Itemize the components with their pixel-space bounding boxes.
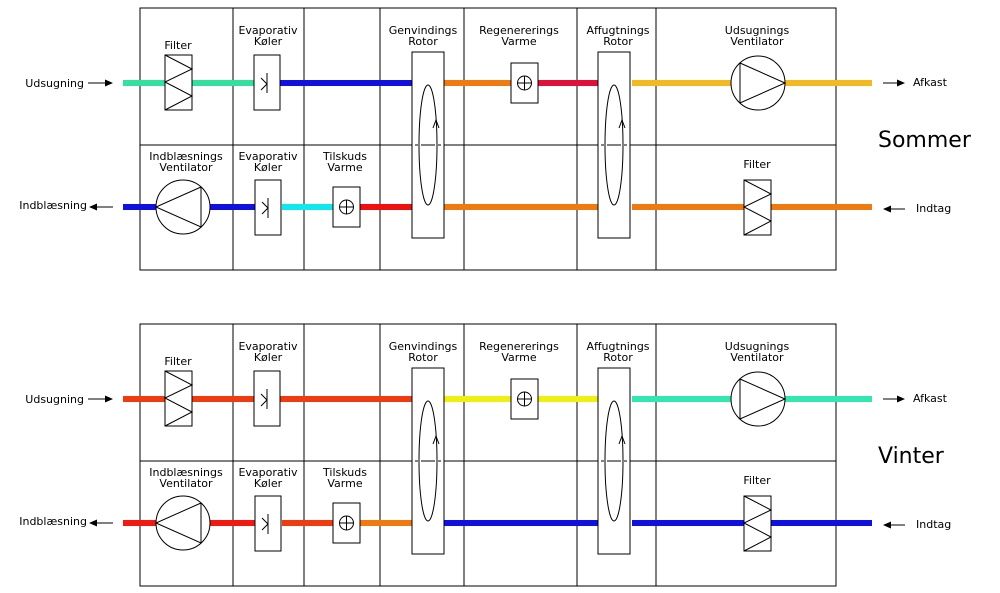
- exhaust-fan-icon-triangle: [739, 62, 787, 104]
- extra-heat-label: Tilskuds: [322, 466, 367, 479]
- supply-outlet-label: Indblæsning: [19, 199, 87, 212]
- supply-fan-icon: [155, 179, 211, 235]
- supply-fan-icon-triangle: [154, 502, 202, 544]
- exhaust-fan-icon: [730, 55, 786, 111]
- exhaust-outlet-label: Afkast: [913, 76, 948, 89]
- filter-top-icon-pleat: [163, 54, 194, 111]
- filter-bottom-icon-pleat: [742, 495, 773, 552]
- supply-fan-label: Ventilator: [159, 477, 213, 490]
- evaporative-cooler-bottom-label: Køler: [254, 161, 283, 174]
- arrow-right-icon: [105, 79, 113, 87]
- exhaust-fan-label: Udsugnings: [725, 24, 790, 37]
- exhaust-inlet-label: Udsugning: [25, 77, 84, 90]
- filter-bottom-label: Filter: [743, 474, 771, 487]
- filter-top-label: Filter: [164, 39, 192, 52]
- evaporative-cooler-top-icon-chevron: [260, 393, 268, 407]
- extra-heat-label: Varme: [327, 161, 362, 174]
- recovery-rotor-label: Genvindings: [389, 340, 458, 353]
- arrow-right-icon: [897, 395, 905, 403]
- winter-panel: FilterEvaporativKølerGenvindingsRotorReg…: [19, 323, 951, 587]
- evaporative-cooler-bottom-label: Køler: [254, 477, 283, 490]
- exhaust-fan-label: Ventilator: [730, 35, 784, 48]
- exhaust-fan-label: Ventilator: [730, 351, 784, 364]
- supply-fan-label: Ventilator: [159, 161, 213, 174]
- filter-top-label: Filter: [164, 355, 192, 368]
- dehumidification-rotor-label: Affugtnings: [586, 340, 649, 353]
- fresh-air-intake-label: Indtag: [916, 202, 951, 215]
- supply-fan-label: Indblæsnings: [149, 466, 223, 479]
- evaporative-cooler-top-label: Køler: [254, 351, 283, 364]
- arrow-left-icon: [89, 519, 97, 527]
- arrow-left-icon: [89, 203, 97, 211]
- unit-frame: [139, 7, 837, 271]
- supply-fan-icon: [155, 495, 211, 551]
- evaporative-cooler-bottom-icon-chevron: [261, 517, 269, 531]
- summer-panel: FilterEvaporativKølerGenvindingsRotorReg…: [19, 7, 972, 271]
- unit-frame: [139, 323, 837, 587]
- evaporative-cooler-top-label: Køler: [254, 35, 283, 48]
- extra-heat-label: Varme: [327, 477, 362, 490]
- filter-bottom-icon: [743, 179, 772, 236]
- evaporative-cooler-top-label: Evaporativ: [238, 24, 298, 37]
- exhaust-fan-icon: [730, 371, 786, 427]
- dehumidification-rotor-icon-arrow-icon: [618, 434, 626, 445]
- fresh-air-intake-label: Indtag: [916, 518, 951, 531]
- exhaust-fan-label: Udsugnings: [725, 340, 790, 353]
- regeneration-heat-label: Varme: [501, 35, 536, 48]
- regeneration-heat-label: Regenererings: [479, 24, 559, 37]
- dehumidification-rotor-label: Affugtnings: [586, 24, 649, 37]
- recovery-rotor-label: Genvindings: [389, 24, 458, 37]
- filter-bottom-label: Filter: [743, 158, 771, 171]
- regeneration-heat-label: Varme: [501, 351, 536, 364]
- supply-outlet-label: Indblæsning: [19, 515, 87, 528]
- evaporative-cooler-bottom-label: Evaporativ: [238, 150, 298, 163]
- exhaust-inlet-label: Udsugning: [25, 393, 84, 406]
- recovery-rotor-label: Rotor: [408, 35, 438, 48]
- filter-bottom-icon-pleat: [742, 179, 773, 236]
- exhaust-outlet-label: Afkast: [913, 392, 948, 405]
- dehumidification-rotor-icon-arrow-icon: [618, 118, 626, 129]
- supply-fan-label: Indblæsnings: [149, 150, 223, 163]
- season-title: Vinter: [878, 444, 945, 469]
- season-title: Sommer: [878, 128, 972, 153]
- evaporative-cooler-top-label: Evaporativ: [238, 340, 298, 353]
- recovery-rotor-icon-arrow-icon: [432, 434, 440, 445]
- recovery-rotor-icon-wheel: [418, 84, 438, 206]
- recovery-rotor-icon-arrow-icon: [432, 118, 440, 129]
- arrow-right-icon: [897, 79, 905, 87]
- evaporative-cooler-top-icon-chevron: [260, 77, 268, 91]
- dehumidification-rotor-label: Rotor: [603, 351, 633, 364]
- filter-bottom-icon: [743, 495, 772, 552]
- recovery-rotor-label: Rotor: [408, 351, 438, 364]
- evaporative-cooler-bottom-icon-chevron: [261, 201, 269, 215]
- regeneration-heat-label: Regenererings: [479, 340, 559, 353]
- extra-heat-label: Tilskuds: [322, 150, 367, 163]
- dehumidification-rotor-icon-wheel: [604, 84, 624, 206]
- filter-top-icon-pleat: [163, 370, 194, 427]
- supply-fan-icon-triangle: [154, 186, 202, 228]
- arrow-left-icon: [883, 521, 891, 529]
- arrow-left-icon: [883, 205, 891, 213]
- filter-top-icon: [164, 370, 193, 427]
- exhaust-fan-icon-triangle: [739, 378, 787, 420]
- recovery-rotor-icon-wheel: [418, 400, 438, 522]
- filter-top-icon: [164, 54, 193, 111]
- evaporative-cooler-bottom-label: Evaporativ: [238, 466, 298, 479]
- dehumidification-rotor-label: Rotor: [603, 35, 633, 48]
- dehumidification-rotor-icon-wheel: [604, 400, 624, 522]
- arrow-right-icon: [105, 395, 113, 403]
